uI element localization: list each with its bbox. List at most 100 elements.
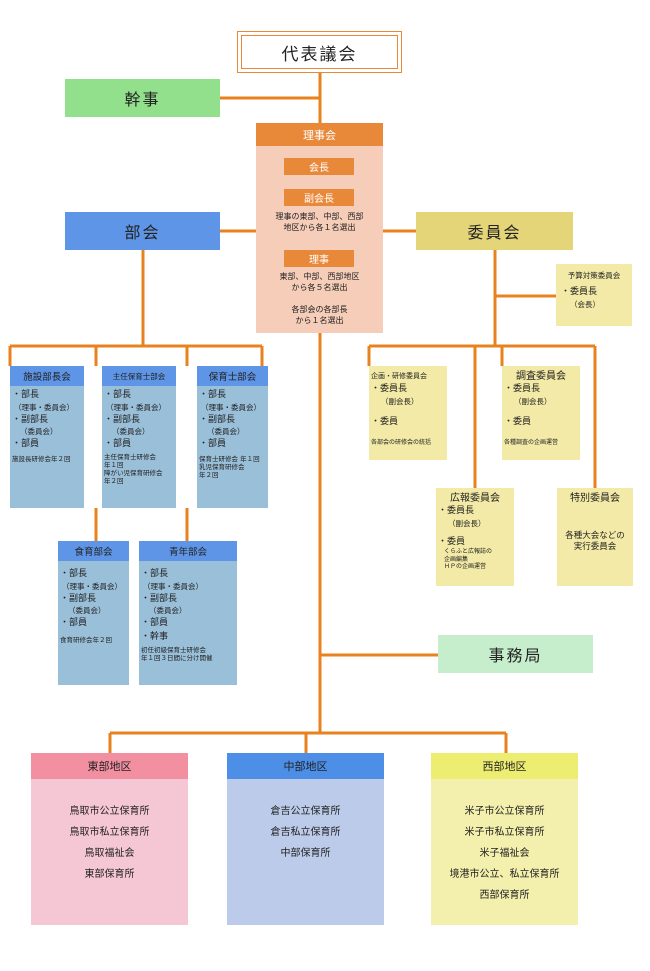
line-bukai-tree xyxy=(8,249,264,366)
central-item-3: 中部保育所 xyxy=(280,848,331,859)
food-education-title: 食育部会 xyxy=(74,547,113,558)
food-item-3: ・部員 xyxy=(60,618,88,629)
food-education-box: 食育部会 ・部長 （理事・委員会） ・副部長 （委員会） ・部員 食育研修会年２… xyxy=(58,541,129,685)
nursery-note: 保育士研修会 年１回 乳児保育研修会 年２回 xyxy=(199,455,260,480)
youth-item-4: ・幹事 xyxy=(141,632,169,643)
facility-sub-1: （理事・委員会） xyxy=(14,402,74,412)
planning-committee-box: 企画・研修委員会 ・委員長 （副会長） ・委員 各部会の研修会の統括 xyxy=(369,366,447,460)
chief-nursery-title: 主任保育士部会 xyxy=(112,371,166,381)
vice-note: 理事の東部、中部、西部 地区から各１名選出 xyxy=(275,212,364,232)
west-district-title: 西部地区 xyxy=(482,760,527,773)
board-title: 理事会 xyxy=(303,128,336,142)
secretariat-box: 事務局 xyxy=(438,635,593,673)
food-item-1: ・部長 xyxy=(60,569,88,579)
chief-item-3: ・部員 xyxy=(104,439,132,450)
nursery-sub-1: （理事・委員会） xyxy=(201,402,261,412)
planning-note: 各部会の研修会の統括 xyxy=(371,439,432,447)
bukai-title: 部会 xyxy=(124,223,161,242)
pr-committee-box: 広報委員会 ・委員長 （副会長） ・委員 くらふと広報誌の 企画編集 ＨＰの企画… xyxy=(436,488,514,586)
board-header: 理事会 xyxy=(256,123,383,146)
youth-item-2: ・副部長 xyxy=(141,593,178,604)
east-item-4: 東部保育所 xyxy=(84,869,135,880)
facility-directors-header: 施設部長会 xyxy=(10,366,84,386)
chair-text: 会長 xyxy=(309,163,329,174)
youth-sub-1: （理事・委員会） xyxy=(143,581,203,591)
special-committee-box: 特別委員会 各種大会などの 実行委員会 xyxy=(557,488,633,586)
survey-committee-header: 調査委員会 xyxy=(502,366,580,383)
nursery-teachers-header: 保育士部会 xyxy=(197,366,268,386)
director-text: 理事 xyxy=(309,255,329,266)
line-trunk xyxy=(318,333,438,733)
vice-label: 副会長 xyxy=(284,189,354,206)
chief-item-1: ・部長 xyxy=(104,390,132,400)
kanji-box: 幹事 xyxy=(65,79,220,117)
pr-item-2: ・委員 xyxy=(438,536,466,547)
west-item-4: 境港市公立、私立保育所 xyxy=(449,869,560,880)
survey-item-2: ・委員 xyxy=(504,416,532,427)
line-iinkai-tree xyxy=(367,249,597,488)
iinkai-title: 委員会 xyxy=(467,223,522,242)
planning-sub-1: （副会長） xyxy=(381,396,419,406)
chief-nursery-header: 主任保育士部会 xyxy=(102,366,176,386)
planning-item-1: ・委員長 xyxy=(371,384,408,394)
budget-committee-title: 予算対策委員会 xyxy=(567,271,621,280)
survey-committee-title: 調査委員会 xyxy=(516,371,566,382)
youth-item-1: ・部長 xyxy=(141,569,169,579)
west-item-1: 米子市公立保育所 xyxy=(464,806,545,817)
nursery-teachers-title: 保育士部会 xyxy=(208,372,257,383)
west-item-3: 米子福祉会 xyxy=(479,848,530,859)
east-item-3: 鳥取福祉会 xyxy=(84,848,135,859)
west-item-2: 米子市私立保育所 xyxy=(464,827,545,838)
food-sub-1: （理事・委員会） xyxy=(62,581,122,591)
bukai-box: 部会 xyxy=(65,212,220,250)
pr-committee-title: 広報委員会 xyxy=(450,493,500,504)
budget-committee-item: ・委員長 xyxy=(561,287,598,297)
pr-item-1: ・委員長 xyxy=(438,506,475,516)
west-district-box: 西部地区 米子市公立保育所 米子市私立保育所 米子福祉会 境港市公立、私立保育所… xyxy=(431,753,578,925)
nursery-item-1: ・部長 xyxy=(199,390,227,400)
food-education-header: 食育部会 xyxy=(58,541,129,561)
facility-item-1: ・部長 xyxy=(12,390,40,400)
central-item-1: 倉吉公立保育所 xyxy=(270,806,341,817)
youth-item-3: ・部員 xyxy=(141,618,169,629)
survey-sub-1: （副会長） xyxy=(514,396,552,406)
kanji-title: 幹事 xyxy=(124,90,161,109)
chief-sub-1: （理事・委員会） xyxy=(106,402,166,412)
central-district-box: 中部地区 倉吉公立保育所 倉吉私立保育所 中部保育所 xyxy=(227,753,384,925)
facility-item-2: ・副部長 xyxy=(12,414,49,425)
youth-sub-2: （委員会） xyxy=(149,606,187,616)
pr-note: くらふと広報誌の 企画編集 ＨＰの企画運営 xyxy=(444,548,493,571)
east-item-1: 鳥取市公立保育所 xyxy=(69,806,150,817)
line-bukai-lower xyxy=(94,508,189,541)
budget-committee-box: 予算対策委員会 ・委員長 （会長） xyxy=(556,264,632,326)
west-district-header: 西部地区 xyxy=(431,753,578,779)
central-district-header: 中部地区 xyxy=(227,753,384,779)
youth-section-header: 青年部会 xyxy=(139,541,237,561)
youth-note: 初任初級保育士研修会 年１回３日間に分け開催 xyxy=(141,645,213,662)
facility-directors-box: 施設部長会 ・部長 （理事・委員会） ・副部長 （委員会） ・部員 施設長研修会… xyxy=(10,366,84,508)
iinkai-box: 委員会 xyxy=(416,212,573,250)
chief-sub-2: （委員会） xyxy=(112,427,150,437)
facility-directors-title: 施設部長会 xyxy=(23,372,71,383)
special-committee-note: 各種大会などの 実行委員会 xyxy=(565,531,625,553)
chief-nursery-box: 主任保育士部会 ・部長 （理事・委員会） ・副部長 （委員会） ・部員 主任保育… xyxy=(102,366,176,508)
planning-item-2: ・委員 xyxy=(371,416,399,427)
east-district-header: 東部地区 xyxy=(31,753,188,779)
west-item-5: 西部保育所 xyxy=(479,890,530,901)
pr-sub-1: （副会長） xyxy=(448,518,486,528)
representative-council-title: 代表議会 xyxy=(281,44,358,65)
youth-section-box: 青年部会 ・部長 （理事・委員会） ・副部長 （委員会） ・部員 ・幹事 初任初… xyxy=(139,541,237,685)
facility-note: 施設長研修会年２回 xyxy=(12,455,71,464)
board-box xyxy=(256,146,383,333)
east-item-2: 鳥取市私立保育所 xyxy=(69,827,150,838)
director-note: 東部、中部、西部地区 から各５名選出 xyxy=(279,272,360,292)
east-district-box: 東部地区 鳥取市公立保育所 鳥取市私立保育所 鳥取福祉会 東部保育所 xyxy=(31,753,188,925)
central-item-2: 倉吉私立保育所 xyxy=(270,827,341,838)
central-district-title: 中部地区 xyxy=(283,760,328,773)
survey-item-1: ・委員長 xyxy=(504,384,541,394)
special-committee-title: 特別委員会 xyxy=(570,493,620,504)
secretariat-title: 事務局 xyxy=(488,646,543,665)
pr-committee-header: 広報委員会 xyxy=(436,488,514,505)
chief-item-2: ・副部長 xyxy=(104,414,141,425)
